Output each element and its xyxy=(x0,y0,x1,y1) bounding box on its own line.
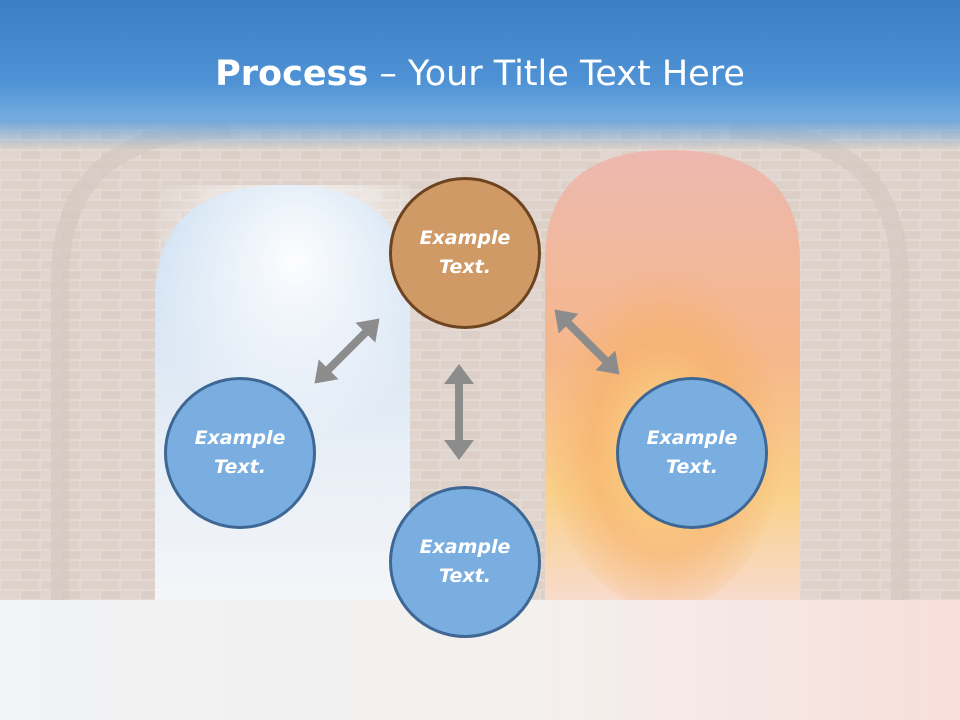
process-node-bottom[interactable]: Example Text. xyxy=(389,486,541,638)
process-node-left[interactable]: Example Text. xyxy=(164,377,316,529)
process-node-top[interactable]: Example Text. xyxy=(389,177,541,329)
process-node-right[interactable]: Example Text. xyxy=(616,377,768,529)
node-label-left: Example Text. xyxy=(194,427,286,478)
title-bar xyxy=(0,0,960,150)
node-label-bottom: Example Text. xyxy=(419,536,511,587)
slide-title-rest: – Your Title Text Here xyxy=(368,54,745,94)
slide-title-bold: Process xyxy=(215,54,369,94)
node-label-top: Example Text. xyxy=(419,227,511,278)
slide-title: Process – Your Title Text Here xyxy=(0,52,960,96)
node-label-right: Example Text. xyxy=(646,427,738,478)
